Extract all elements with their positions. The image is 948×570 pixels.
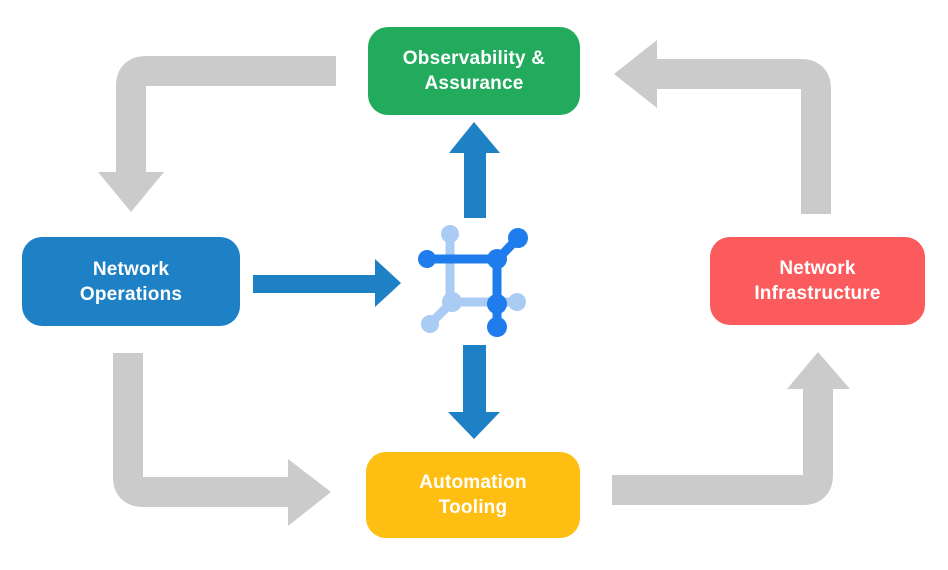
arrow-center-to-automation-icon — [448, 345, 500, 439]
node-label-line: Network — [779, 258, 856, 279]
arrow-operations-to-center-icon — [253, 259, 401, 307]
node-label-line: Network — [92, 258, 170, 280]
node-observability-assurance: Observability & Assurance — [368, 27, 580, 115]
node-label-line: Infrastructure — [754, 283, 881, 304]
node-label-line: Tooling — [438, 497, 508, 518]
arrow-center-to-observability-icon — [449, 122, 500, 218]
arrow-observability-to-operations-icon — [98, 56, 336, 212]
arrow-operations-to-automation-icon — [113, 353, 331, 526]
node-network-operations: Network Operations — [22, 237, 240, 326]
node-label-line: Automation — [419, 472, 527, 493]
arrow-infrastructure-to-observability-icon — [614, 40, 831, 214]
node-automation-tooling: Automation Tooling — [366, 452, 580, 538]
network-fabric-icon — [418, 225, 528, 337]
node-label-line: Observability & — [402, 48, 546, 69]
node-label-line: Assurance — [424, 73, 524, 94]
node-network-infrastructure: Network Infrastructure — [710, 237, 925, 325]
node-label-line: Operations — [79, 283, 183, 305]
arrow-automation-to-infrastructure-icon — [612, 352, 850, 505]
